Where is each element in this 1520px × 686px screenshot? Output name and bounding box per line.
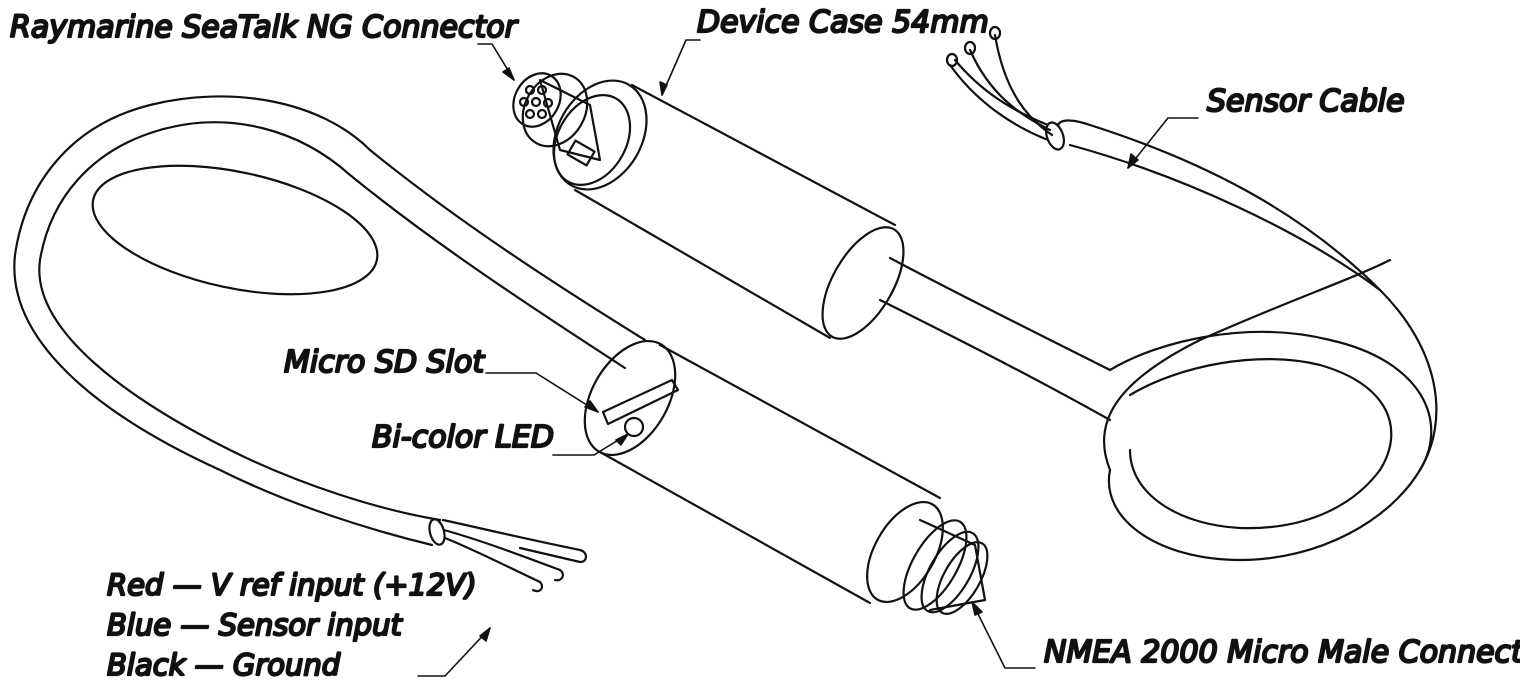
label-wire-blue: Blue — Sensor input xyxy=(107,608,403,642)
label-bicolor-led: Bi-color LED xyxy=(372,420,554,455)
leader-lines xyxy=(417,39,1199,677)
label-micro-sd-slot: Micro SD Slot xyxy=(284,345,485,380)
label-seatalk-connector: Raymarine SeaTalk NG Connector xyxy=(10,10,519,45)
sensor-cable xyxy=(878,25,1438,562)
left-loop-cable xyxy=(13,95,647,593)
label-nmea-connector: NMEA 2000 Micro Male Connector xyxy=(1044,635,1520,670)
upper-device-case xyxy=(512,72,905,340)
label-device-case: Device Case 54mm xyxy=(697,5,989,40)
label-wire-red: Red — V ref input (+12V) xyxy=(107,568,477,602)
label-wire-black: Black — Ground xyxy=(107,648,341,682)
lower-device-case xyxy=(583,339,989,615)
label-sensor-cable: Sensor Cable xyxy=(1207,84,1405,119)
